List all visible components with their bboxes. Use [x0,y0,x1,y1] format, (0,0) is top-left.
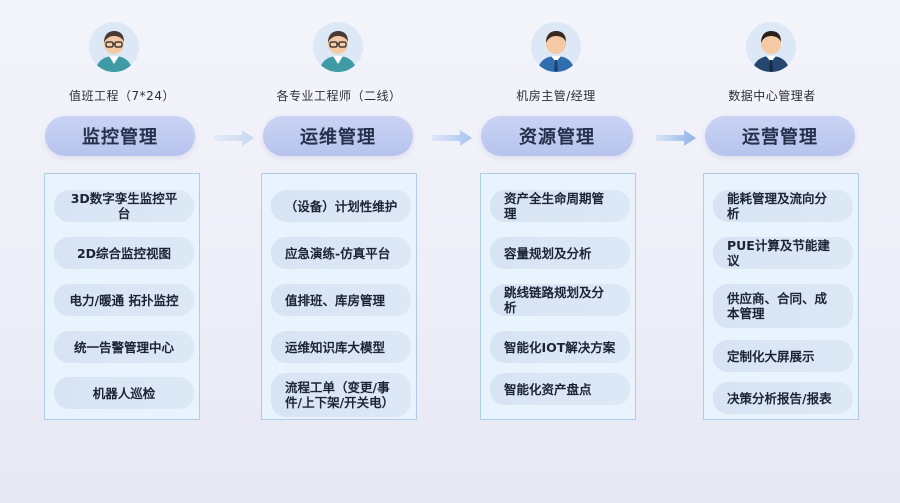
list-item[interactable]: 统一告警管理中心 [54,331,194,363]
list-item[interactable]: 跳线链路规划及分析 [490,284,630,316]
list-item[interactable]: 能耗管理及流向分析 [713,190,853,222]
items-panel: 能耗管理及流向分析 PUE计算及节能建议 供应商、合同、成本管理 定制化大屏展示… [703,173,859,420]
list-item[interactable]: 智能化IOT解决方案 [490,331,630,363]
list-item[interactable]: 3D数字孪生监控平台 [54,190,194,222]
right-arrow-icon [654,128,698,148]
list-item[interactable]: 智能化资产盘点 [490,373,630,405]
right-arrow-icon [212,128,256,148]
list-item[interactable]: 流程工单（变更/事件/上下架/开关电） [271,373,411,417]
list-item[interactable]: 值排班、库房管理 [271,284,411,316]
list-item[interactable]: 资产全生命周期管理 [490,190,630,222]
role-label: 各专业工程师（二线） [276,89,402,103]
header-operations-management[interactable]: 运营管理 [705,116,855,156]
header-resources[interactable]: 资源管理 [481,116,633,156]
list-item[interactable]: 应急演练-仿真平台 [271,237,411,269]
manager-avatar-icon [531,22,581,72]
items-panel: 资产全生命周期管理 容量规划及分析 跳线链路规划及分析 智能化IOT解决方案 智… [480,173,636,420]
list-item[interactable]: PUE计算及节能建议 [713,237,853,269]
header-monitoring[interactable]: 监控管理 [45,116,195,156]
director-avatar-icon [746,22,796,72]
list-item[interactable]: 容量规划及分析 [490,237,630,269]
items-panel: 3D数字孪生监控平台 2D综合监控视图 电力/暖通 拓扑监控 统一告警管理中心 … [44,173,200,420]
engineer-avatar-icon [89,22,139,72]
role-label: 数据中心管理者 [728,89,816,103]
role-label: 值班工程（7*24） [69,89,175,103]
engineer-avatar-icon [313,22,363,72]
list-item[interactable]: 2D综合监控视图 [54,237,194,269]
header-operations[interactable]: 运维管理 [263,116,413,156]
right-arrow-icon [430,128,474,148]
role-label: 机房主管/经理 [516,89,596,103]
list-item[interactable]: 定制化大屏展示 [713,340,853,372]
list-item[interactable]: （设备）计划性维护 [271,190,411,222]
list-item[interactable]: 运维知识库大模型 [271,331,411,363]
list-item[interactable]: 电力/暖通 拓扑监控 [54,284,194,316]
list-item[interactable]: 机器人巡检 [54,377,194,409]
list-item[interactable]: 决策分析报告/报表 [713,382,853,414]
items-panel: （设备）计划性维护 应急演练-仿真平台 值排班、库房管理 运维知识库大模型 流程… [261,173,417,420]
list-item[interactable]: 供应商、合同、成本管理 [713,284,853,328]
